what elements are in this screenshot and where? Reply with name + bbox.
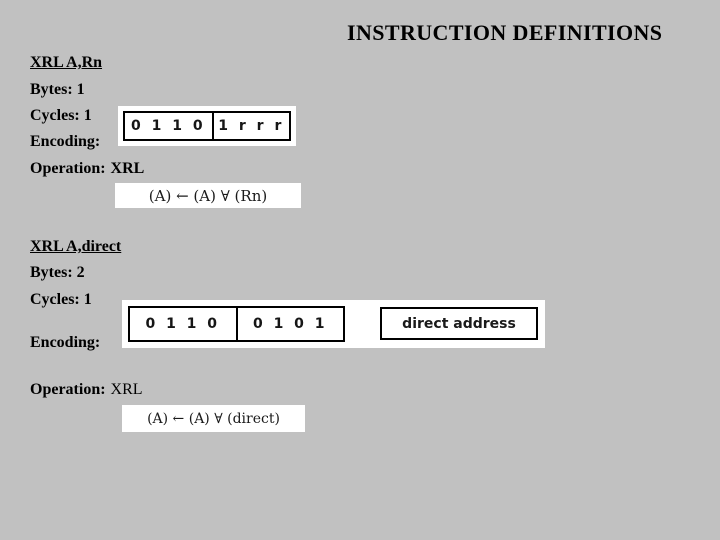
operation-line: Operation:XRL	[30, 160, 144, 178]
encoding-label: Encoding:	[30, 133, 101, 150]
instruction-heading: XRL A,Rn	[30, 54, 103, 71]
cycles-line: Cycles: 1	[30, 291, 92, 308]
direct-address-box: direct address	[380, 307, 538, 340]
bytes-line: Bytes: 2	[30, 264, 85, 281]
opcode-low-nibble: 1 r r r	[218, 118, 285, 134]
operation-line: Operation:XRL	[30, 381, 143, 399]
instruction-heading: XRL A,direct	[30, 238, 122, 255]
page-title: INSTRUCTION DEFINITIONS	[347, 20, 663, 45]
operation-mnemonic: XRL	[110, 381, 143, 398]
encoding-label: Encoding:	[30, 334, 101, 351]
encoding-diagram: 0 1 1 0 0 1 0 1 direct address	[122, 300, 545, 348]
opcode-low-nibble: 0 1 0 1	[252, 316, 328, 332]
encoding-diagram: 0 1 1 0 1 r r r	[118, 106, 296, 146]
operation-mnemonic: XRL	[110, 160, 145, 177]
opcode-box: 0 1 1 0 0 1 0 1	[128, 306, 345, 342]
opcode-high-nibble: 0 1 1 0	[125, 113, 214, 139]
operation-label: Operation:	[30, 160, 106, 177]
operation-formula: (A) ← (A) ∀ (direct)	[122, 405, 305, 432]
operation-label: Operation:	[30, 381, 106, 398]
operation-formula: (A) ← (A) ∀ (Rn)	[115, 183, 301, 208]
opcode-box: 0 1 1 0 1 r r r	[123, 111, 291, 141]
opcode-high-nibble: 0 1 1 0	[130, 308, 238, 340]
bytes-line: Bytes: 1	[30, 81, 85, 98]
cycles-line: Cycles: 1	[30, 107, 92, 124]
